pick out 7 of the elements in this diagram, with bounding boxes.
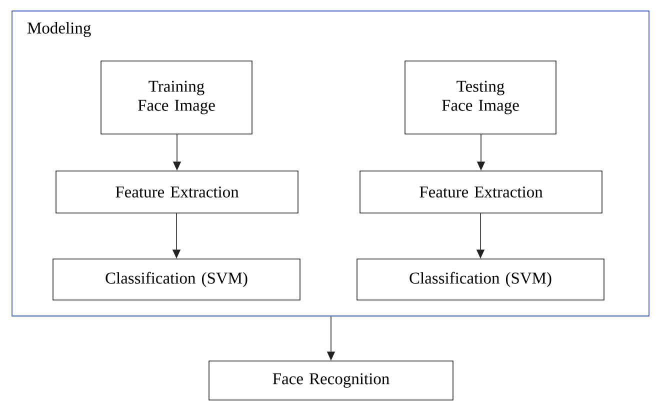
process-box: Feature Extraction xyxy=(360,170,602,214)
process-box: Training Face Image xyxy=(100,60,252,134)
process-box: Testing Face Image xyxy=(404,60,556,134)
process-box: Feature Extraction xyxy=(56,170,298,214)
process-box: Classification (SVM) xyxy=(52,258,300,300)
process-box: Face Recognition xyxy=(208,360,454,400)
process-box: Classification (SVM) xyxy=(356,258,604,300)
